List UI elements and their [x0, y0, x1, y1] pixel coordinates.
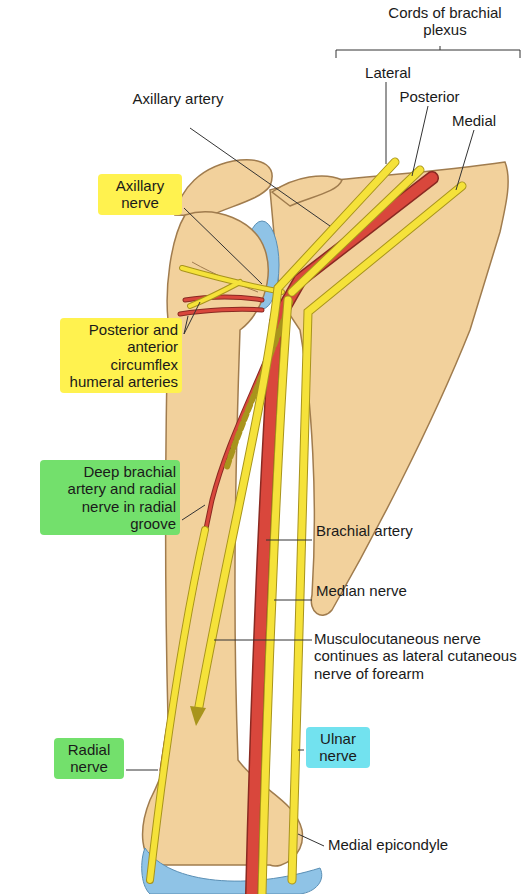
leader-line — [456, 130, 474, 190]
highlighted-label: Posterior and anterior circumflex humera… — [60, 318, 182, 393]
leader-line — [298, 750, 304, 751]
leader-line — [298, 834, 324, 846]
leader-line — [274, 600, 312, 601]
leader-line — [190, 128, 330, 226]
part-label: Brachial artery — [316, 522, 426, 539]
medial-cord-ulnar — [292, 186, 462, 880]
nerves — [150, 162, 462, 894]
bracket — [336, 46, 520, 58]
part-label: Musculocutaneous nerve continues as late… — [314, 630, 528, 682]
part-label: Medial — [444, 112, 504, 129]
deep-brachial-artery — [162, 360, 266, 770]
highlighted-label: Radial nerve — [54, 738, 124, 779]
leader-line — [126, 770, 158, 771]
medial-cord-ulnar — [292, 186, 462, 880]
leader-line — [184, 302, 200, 334]
axillary-nerve — [182, 268, 282, 306]
continuation-arrow — [190, 706, 206, 726]
circumflex-artery — [180, 309, 262, 314]
median-nerve — [262, 300, 288, 894]
leader-line — [182, 505, 205, 520]
part-label: Median nerve — [316, 582, 426, 599]
circumflex-artery — [185, 297, 262, 300]
leader-lines — [126, 46, 520, 846]
leader-line — [266, 540, 312, 541]
leader-line — [214, 640, 312, 641]
leader-line — [386, 82, 387, 164]
deep-brachial-artery — [162, 360, 266, 770]
highlighted-label: Deep brachial artery and radial nerve in… — [40, 460, 180, 535]
part-label: Cords of brachial plexus — [370, 4, 520, 39]
part-label: Medial epicondyle — [328, 836, 478, 853]
median-nerve — [262, 300, 288, 894]
part-label: Axillary artery — [128, 90, 228, 107]
part-label: Lateral — [358, 64, 418, 81]
axillary-nerve — [182, 268, 282, 306]
circumflex-artery — [180, 309, 262, 314]
leader-line — [412, 106, 428, 176]
acromion — [175, 160, 272, 216]
highlighted-label: Ulnar nerve — [306, 727, 370, 768]
circumflex-artery — [185, 297, 262, 300]
coracoid — [272, 176, 342, 206]
leader-line — [184, 208, 262, 284]
part-label: Posterior — [392, 88, 467, 105]
highlighted-label: Axillary nerve — [98, 174, 182, 215]
